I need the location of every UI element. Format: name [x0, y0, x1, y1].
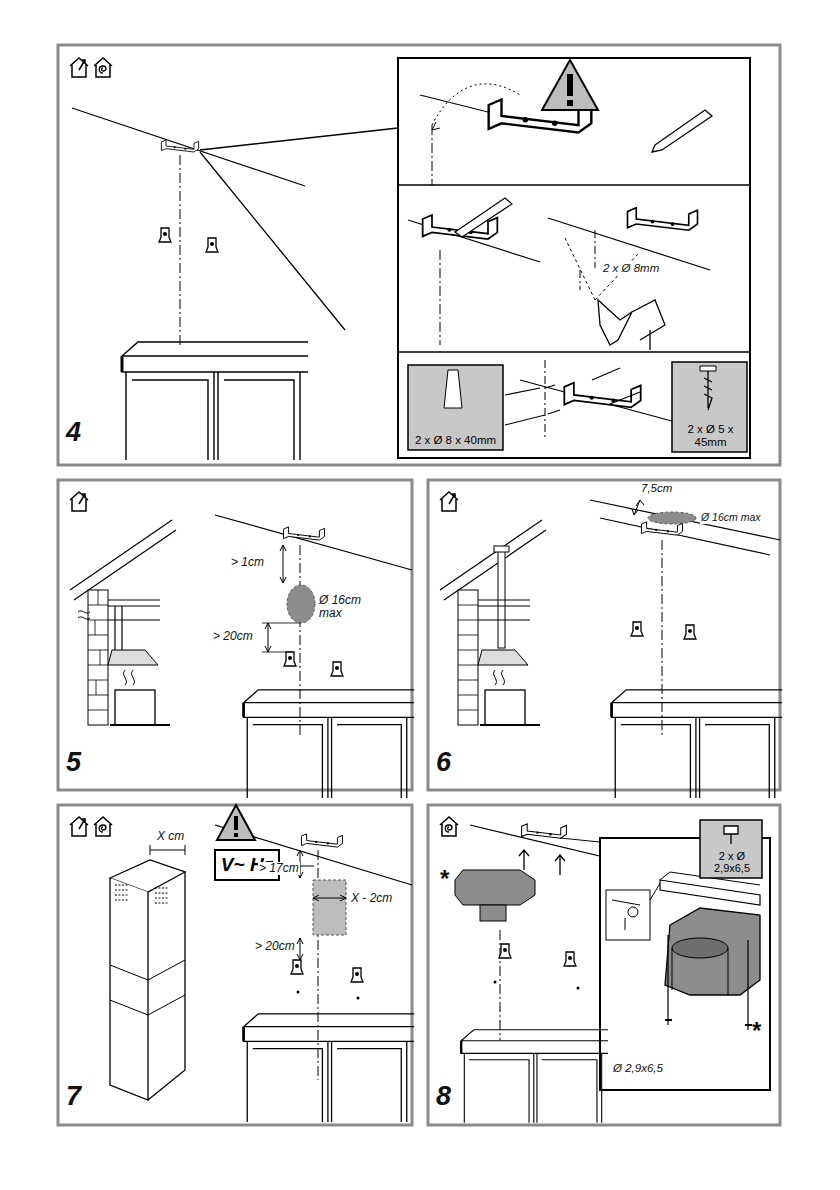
- hardware-box: 2 x Ø 8 x 40mm: [408, 365, 503, 450]
- dimension-label: 7,5cm: [640, 482, 673, 495]
- dimension-label: Ø 16cm max: [700, 512, 762, 524]
- dimension-label: > 20cm: [254, 940, 296, 953]
- dimension-label: X - 2cm: [350, 892, 393, 905]
- step-number: 7: [66, 1082, 81, 1112]
- asterisk-mark: *: [440, 866, 449, 892]
- dimension-label: > 1cm: [230, 556, 265, 569]
- hardware-spec: 2 x Ø 2,9x6,5: [704, 850, 760, 875]
- step-number: 6: [436, 748, 451, 778]
- dimension-label: Ø 2,9x6,5: [612, 1062, 664, 1075]
- hardware-box: 2 x Ø 5 x 45mm: [672, 362, 749, 452]
- asterisk-mark: *: [752, 1018, 761, 1044]
- dimension-label: X cm: [156, 830, 185, 843]
- hardware-box: 2 x Ø 2,9x6,5: [700, 820, 764, 878]
- dimension-label: 2 x Ø 8mm: [602, 262, 660, 275]
- hardware-spec: 2 x Ø 8 x 40mm: [415, 434, 496, 447]
- step-number: 4: [66, 418, 81, 448]
- dimension-label: > 17cm: [258, 862, 300, 875]
- dimension-label: Ø 16cm max: [318, 594, 366, 620]
- dimension-label: > 20cm: [212, 630, 254, 643]
- hardware-spec: 2 x Ø 5 x 45mm: [676, 423, 745, 449]
- step-number: 8: [436, 1082, 451, 1112]
- step-number: 5: [66, 748, 81, 778]
